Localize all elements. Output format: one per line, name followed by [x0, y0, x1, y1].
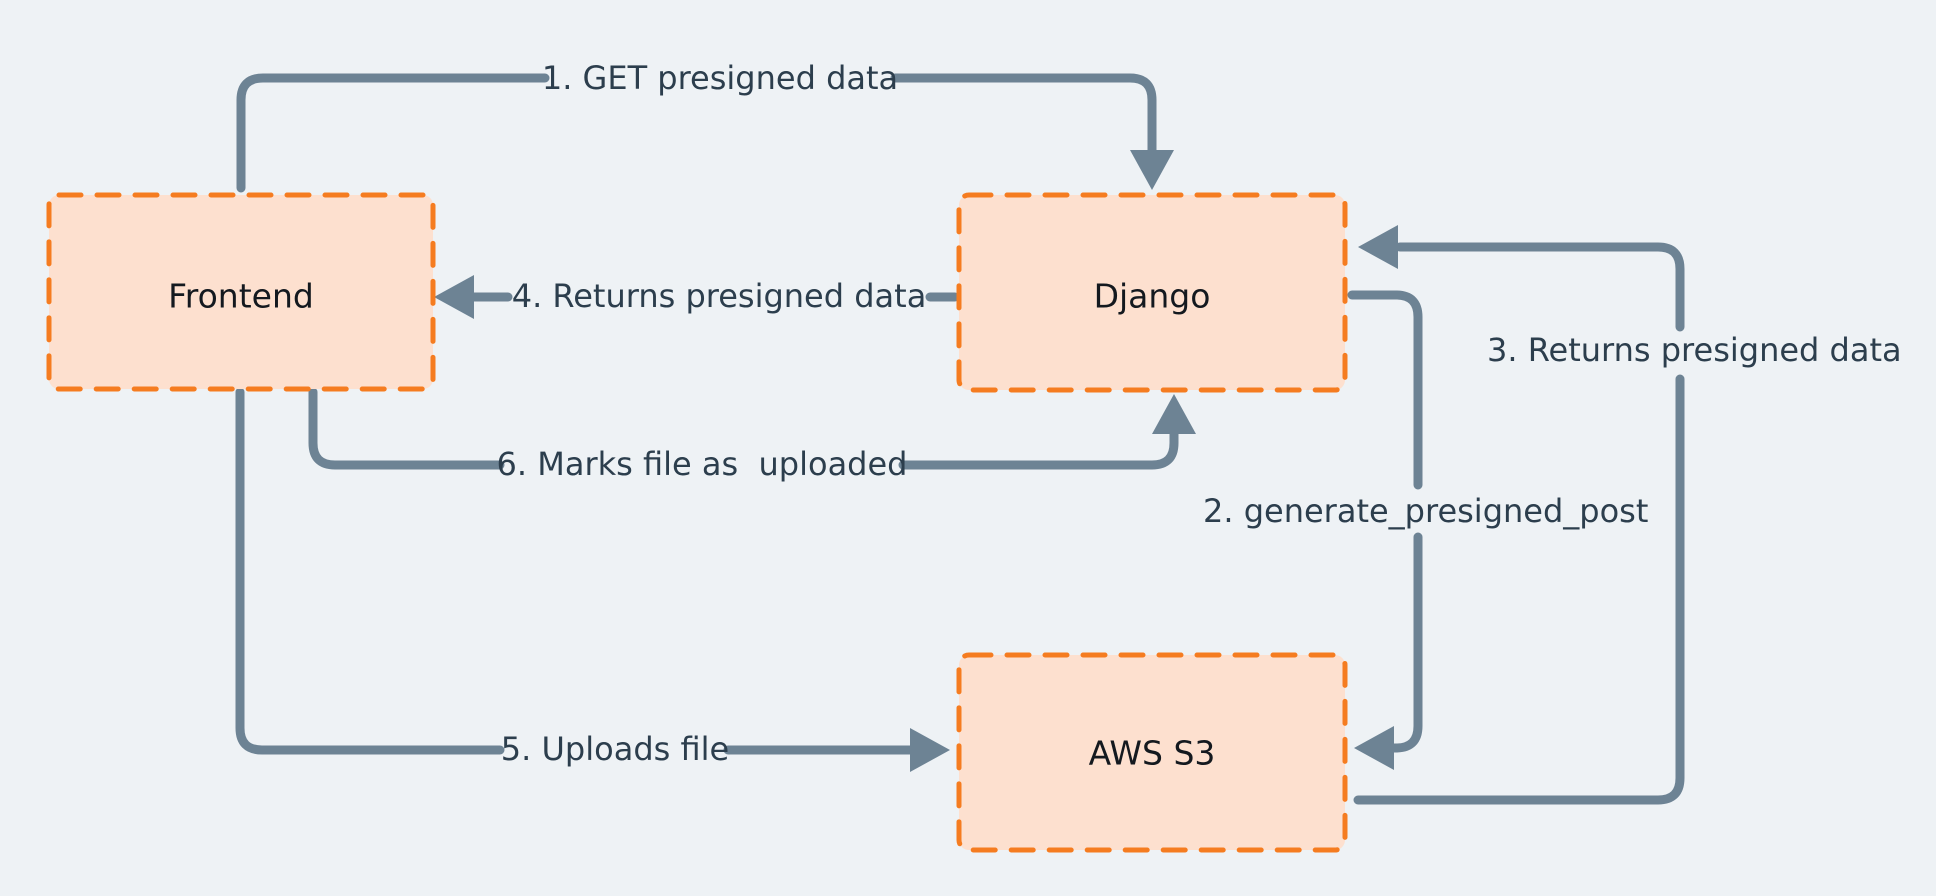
edge-6-label: 6. Marks file as uploaded — [497, 445, 908, 483]
node-aws-s3-label: AWS S3 — [1089, 734, 1216, 773]
edge-5-label: 5. Uploads file — [501, 730, 729, 768]
node-django-box[interactable] — [956, 192, 1348, 393]
edge-6-path-left — [308, 387, 505, 470]
edge-1-path-left — [236, 73, 550, 193]
edge-2-path-bottom — [1387, 532, 1423, 753]
edge-3-arrowhead — [1358, 225, 1398, 269]
edge-2-arrowhead — [1354, 726, 1394, 770]
edge-2-path-top — [1347, 290, 1423, 490]
edge-4-label: 4. Returns presigned data — [512, 277, 927, 315]
edge-3-path-bottom — [1353, 374, 1685, 805]
node-frontend[interactable]: Frontend — [46, 192, 436, 392]
edge-4-arrowhead — [434, 275, 474, 319]
edge-5-arrowhead — [910, 728, 950, 772]
node-frontend-box[interactable] — [46, 192, 436, 392]
edge-6-arrowhead — [1152, 394, 1196, 434]
edge-3-path-top — [1395, 242, 1685, 332]
node-aws-s3-box[interactable] — [956, 652, 1348, 853]
edge-5-uploads-file: 5. Uploads file — [235, 387, 950, 772]
edge-2-label: 2. generate_presigned_post — [1203, 492, 1648, 530]
edge-1-path-right — [890, 73, 1157, 157]
edge-5-path-left — [235, 387, 505, 755]
edge-6-path-right — [898, 427, 1179, 470]
edge-1-get-presigned-data: 1. GET presigned data — [236, 59, 1174, 193]
edge-6-marks-file-as-uploaded: 6. Marks file as uploaded — [308, 387, 1196, 483]
edge-3-returns-presigned-data: 3. Returns presigned data — [1353, 225, 1902, 805]
node-django-label: Django — [1094, 277, 1211, 316]
node-frontend-label: Frontend — [168, 277, 314, 316]
edge-1-arrowhead — [1130, 150, 1174, 190]
node-django[interactable]: Django — [956, 192, 1348, 393]
edge-1-label: 1. GET presigned data — [542, 59, 898, 97]
edge-2-generate-presigned-post: 2. generate_presigned_post — [1203, 290, 1648, 770]
edge-4-returns-presigned-data: 4. Returns presigned data — [434, 275, 960, 319]
edge-3-label: 3. Returns presigned data — [1487, 331, 1902, 369]
node-aws-s3[interactable]: AWS S3 — [956, 652, 1348, 853]
